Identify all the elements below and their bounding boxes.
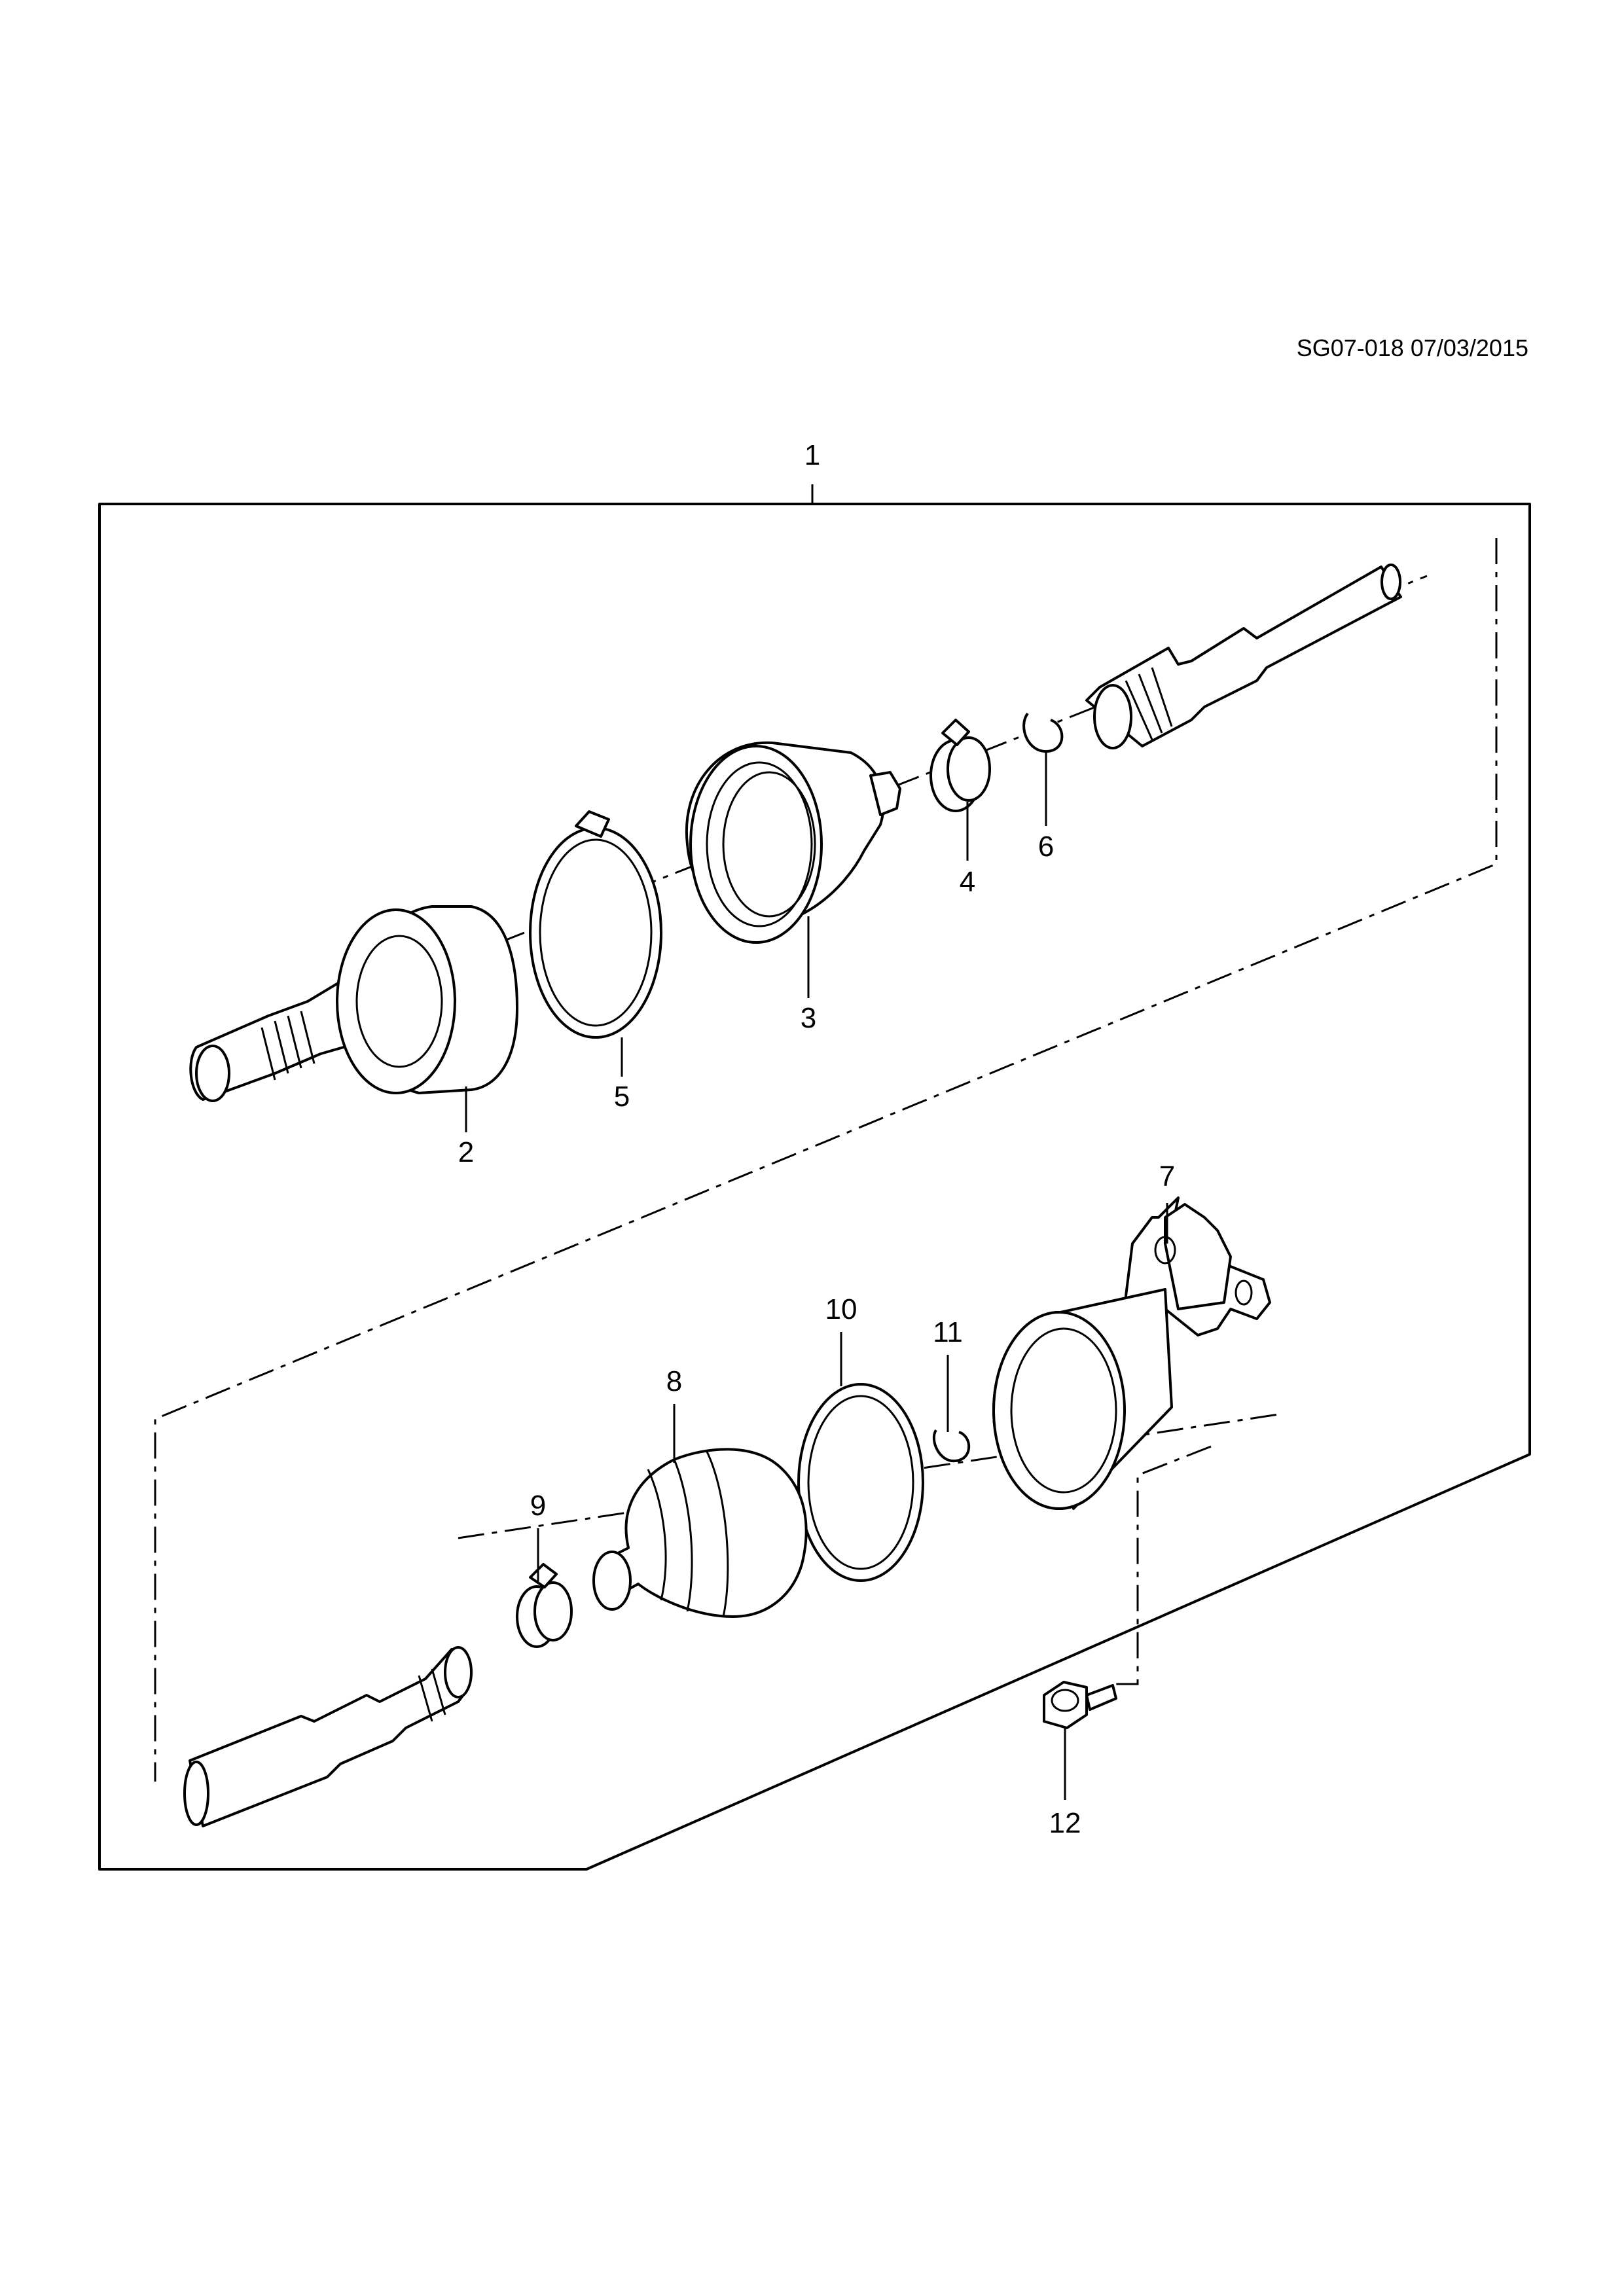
assembly-path	[154, 538, 1498, 1782]
large-band-lower	[797, 1383, 924, 1582]
outer-cv-joint	[189, 905, 518, 1102]
outer-boot	[685, 741, 901, 944]
callout-5: 5	[614, 1081, 630, 1113]
inner-boot	[592, 1448, 808, 1618]
callout-6: 6	[1038, 831, 1054, 863]
flange-bolt	[1043, 1681, 1117, 1729]
inner-joint-housing	[992, 1196, 1271, 1510]
upper-shaft	[1085, 564, 1402, 749]
small-clamp-lower	[516, 1563, 573, 1648]
snap-ring-lower	[932, 1429, 971, 1463]
callout-12: 12	[1049, 1807, 1081, 1839]
lower-shaft	[183, 1646, 473, 1827]
callout-2: 2	[458, 1136, 474, 1168]
small-clamp-upper	[929, 719, 991, 812]
callout-3: 3	[801, 1002, 816, 1034]
callout-10: 10	[825, 1293, 857, 1325]
large-band-upper	[529, 810, 662, 1039]
snap-ring-upper	[1022, 712, 1064, 753]
callout-9: 9	[530, 1490, 546, 1522]
callout-8: 8	[666, 1365, 682, 1397]
callout-11: 11	[933, 1316, 963, 1348]
callout-1: 1	[804, 439, 820, 471]
assembly-frame	[98, 503, 1531, 1871]
callout-4: 4	[960, 866, 975, 898]
diagram-reference: SG07-018 07/03/2015	[1297, 334, 1528, 361]
bolt-path	[1110, 1445, 1212, 1685]
callout-7: 7	[1159, 1160, 1175, 1193]
